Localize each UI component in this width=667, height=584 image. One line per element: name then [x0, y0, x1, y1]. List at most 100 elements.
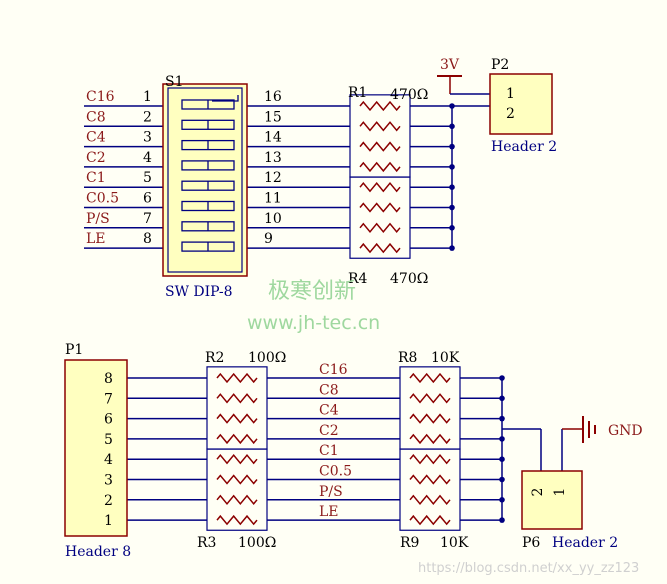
- s1-right-pin-num: 9: [264, 231, 273, 247]
- s1-left-pin-num: 4: [143, 150, 152, 166]
- s1-right-pin-num: 13: [264, 150, 282, 166]
- r8-r9-box-a: [399, 366, 461, 450]
- r8-r9-box-b: [399, 448, 461, 531]
- s1-right-pin-num: 11: [264, 191, 282, 207]
- r8-value: 10K: [431, 350, 460, 366]
- watermark-chinese: 极寒创新: [268, 279, 356, 304]
- r8-designator: R8: [398, 350, 417, 366]
- top-net-label: C4: [86, 130, 106, 146]
- top-net-label: C8: [86, 109, 106, 125]
- p1-comment: Header 8: [65, 544, 131, 560]
- components: [64, 73, 583, 537]
- p1-pin-num: 4: [104, 452, 113, 468]
- p2-comment: Header 2: [491, 139, 557, 155]
- s1-left-pin-num: 3: [143, 130, 152, 146]
- r2-value: 100Ω: [248, 350, 286, 366]
- wires: [84, 75, 596, 523]
- labels: S1 SW DIP-8 R1 470Ω R4 470Ω P2 Header 2 …: [65, 57, 643, 576]
- bottom-net-label: P/S: [319, 484, 343, 500]
- bottom-net-label: C4: [319, 403, 339, 419]
- p1-pin-num: 6: [104, 412, 113, 428]
- r2-r3-resistor: [216, 494, 258, 505]
- p6-pin-num: 2: [530, 488, 546, 497]
- r8-r9-resistor: [409, 454, 451, 465]
- r4-designator: R4: [348, 271, 368, 287]
- s1-right-pin-num: 12: [264, 170, 282, 186]
- r3-designator: R3: [197, 535, 216, 551]
- r2-r3-box-b: [206, 448, 268, 531]
- bottom-net-label: C2: [319, 423, 339, 439]
- s1-right-pin-num: 14: [264, 130, 282, 146]
- r1-value: 470Ω: [390, 87, 428, 103]
- r8-r9-resistor: [409, 494, 451, 505]
- top-net-label: C2: [86, 150, 106, 166]
- r1-r4-resistor: [359, 222, 401, 233]
- r2-r3-resistor: [216, 474, 258, 485]
- s1-marker: [212, 95, 239, 102]
- s1-designator: S1: [165, 74, 184, 90]
- p2-pin-num: 2: [506, 106, 515, 122]
- s1-comment: SW DIP-8: [165, 284, 232, 300]
- s1-left-pin-num: 7: [143, 211, 152, 227]
- r2-r3-box-a: [206, 366, 268, 450]
- r8-r9-resistor: [409, 413, 451, 424]
- bottom-net-label: C1: [319, 443, 339, 459]
- p1-designator: P1: [65, 342, 83, 358]
- p6-comment: Header 2: [552, 535, 618, 551]
- p1-pin-num: 5: [104, 432, 113, 448]
- r1-r4-box-a: [349, 94, 411, 178]
- top-net-label: C1: [86, 170, 106, 186]
- bottom-net-label: C0.5: [319, 464, 352, 480]
- r2-r3-resistor: [216, 393, 258, 404]
- r8-r9-resistor: [409, 433, 451, 445]
- r1-r4-resistor: [359, 242, 401, 254]
- r1-r4-resistor: [359, 161, 401, 173]
- p6-designator: P6: [522, 535, 540, 551]
- r2-r3-resistor: [216, 372, 258, 384]
- bottom-net-label: C16: [319, 362, 348, 378]
- top-net-label: P/S: [86, 211, 110, 227]
- s1-left-pin-num: 6: [143, 191, 152, 207]
- r1-r4-resistor: [359, 121, 401, 132]
- p2-designator: P2: [491, 57, 509, 73]
- r2-r3-resistor: [216, 433, 258, 445]
- r2-r3-resistor: [216, 413, 258, 424]
- r8-r9-resistor: [409, 372, 451, 384]
- p1-pin-num: 7: [104, 391, 113, 407]
- p1-pin-num: 2: [104, 493, 113, 509]
- r2-designator: R2: [205, 350, 224, 366]
- s1-right-pin-num: 15: [264, 109, 282, 125]
- s1-body: [162, 83, 248, 277]
- r1-r4-box-b: [349, 176, 411, 259]
- r9-designator: R9: [400, 535, 419, 551]
- gnd-label: GND: [608, 423, 643, 439]
- s1-inner-frame: [167, 87, 243, 273]
- p2-pin-num: 1: [506, 86, 515, 102]
- r1-r4-resistor: [359, 100, 401, 112]
- r2-r3-resistor: [216, 454, 258, 465]
- bottom-net-label: LE: [319, 504, 339, 520]
- s1-right-pin-num: 10: [264, 211, 282, 227]
- top-net-label: LE: [86, 231, 106, 247]
- p1-pin-num: 1: [104, 513, 113, 529]
- watermark-url: www.jh-tec.cn: [247, 312, 380, 334]
- power-3v-label: 3V: [440, 57, 460, 73]
- p1-pin-num: 3: [104, 473, 113, 489]
- bottom-net-label: C8: [319, 382, 339, 398]
- r1-r4-resistor: [359, 182, 401, 193]
- r3-value: 100Ω: [238, 535, 276, 551]
- r1-r4-resistor: [359, 141, 401, 152]
- r4-value: 470Ω: [390, 271, 428, 287]
- s1-right-pin-num: 16: [264, 89, 282, 105]
- r8-r9-resistor: [409, 474, 451, 485]
- r1-designator: R1: [348, 85, 367, 101]
- s1-left-pin-num: 8: [143, 231, 152, 247]
- p6-body: [521, 470, 583, 530]
- top-net-label: C0.5: [86, 191, 119, 207]
- r9-value: 10K: [440, 535, 469, 551]
- p2-body: [489, 73, 553, 135]
- footer-url: https://blog.csdn.net/xx_yy_zz123: [418, 561, 639, 576]
- r1-r4-resistor: [359, 202, 401, 213]
- s1-left-pin-num: 2: [143, 109, 152, 125]
